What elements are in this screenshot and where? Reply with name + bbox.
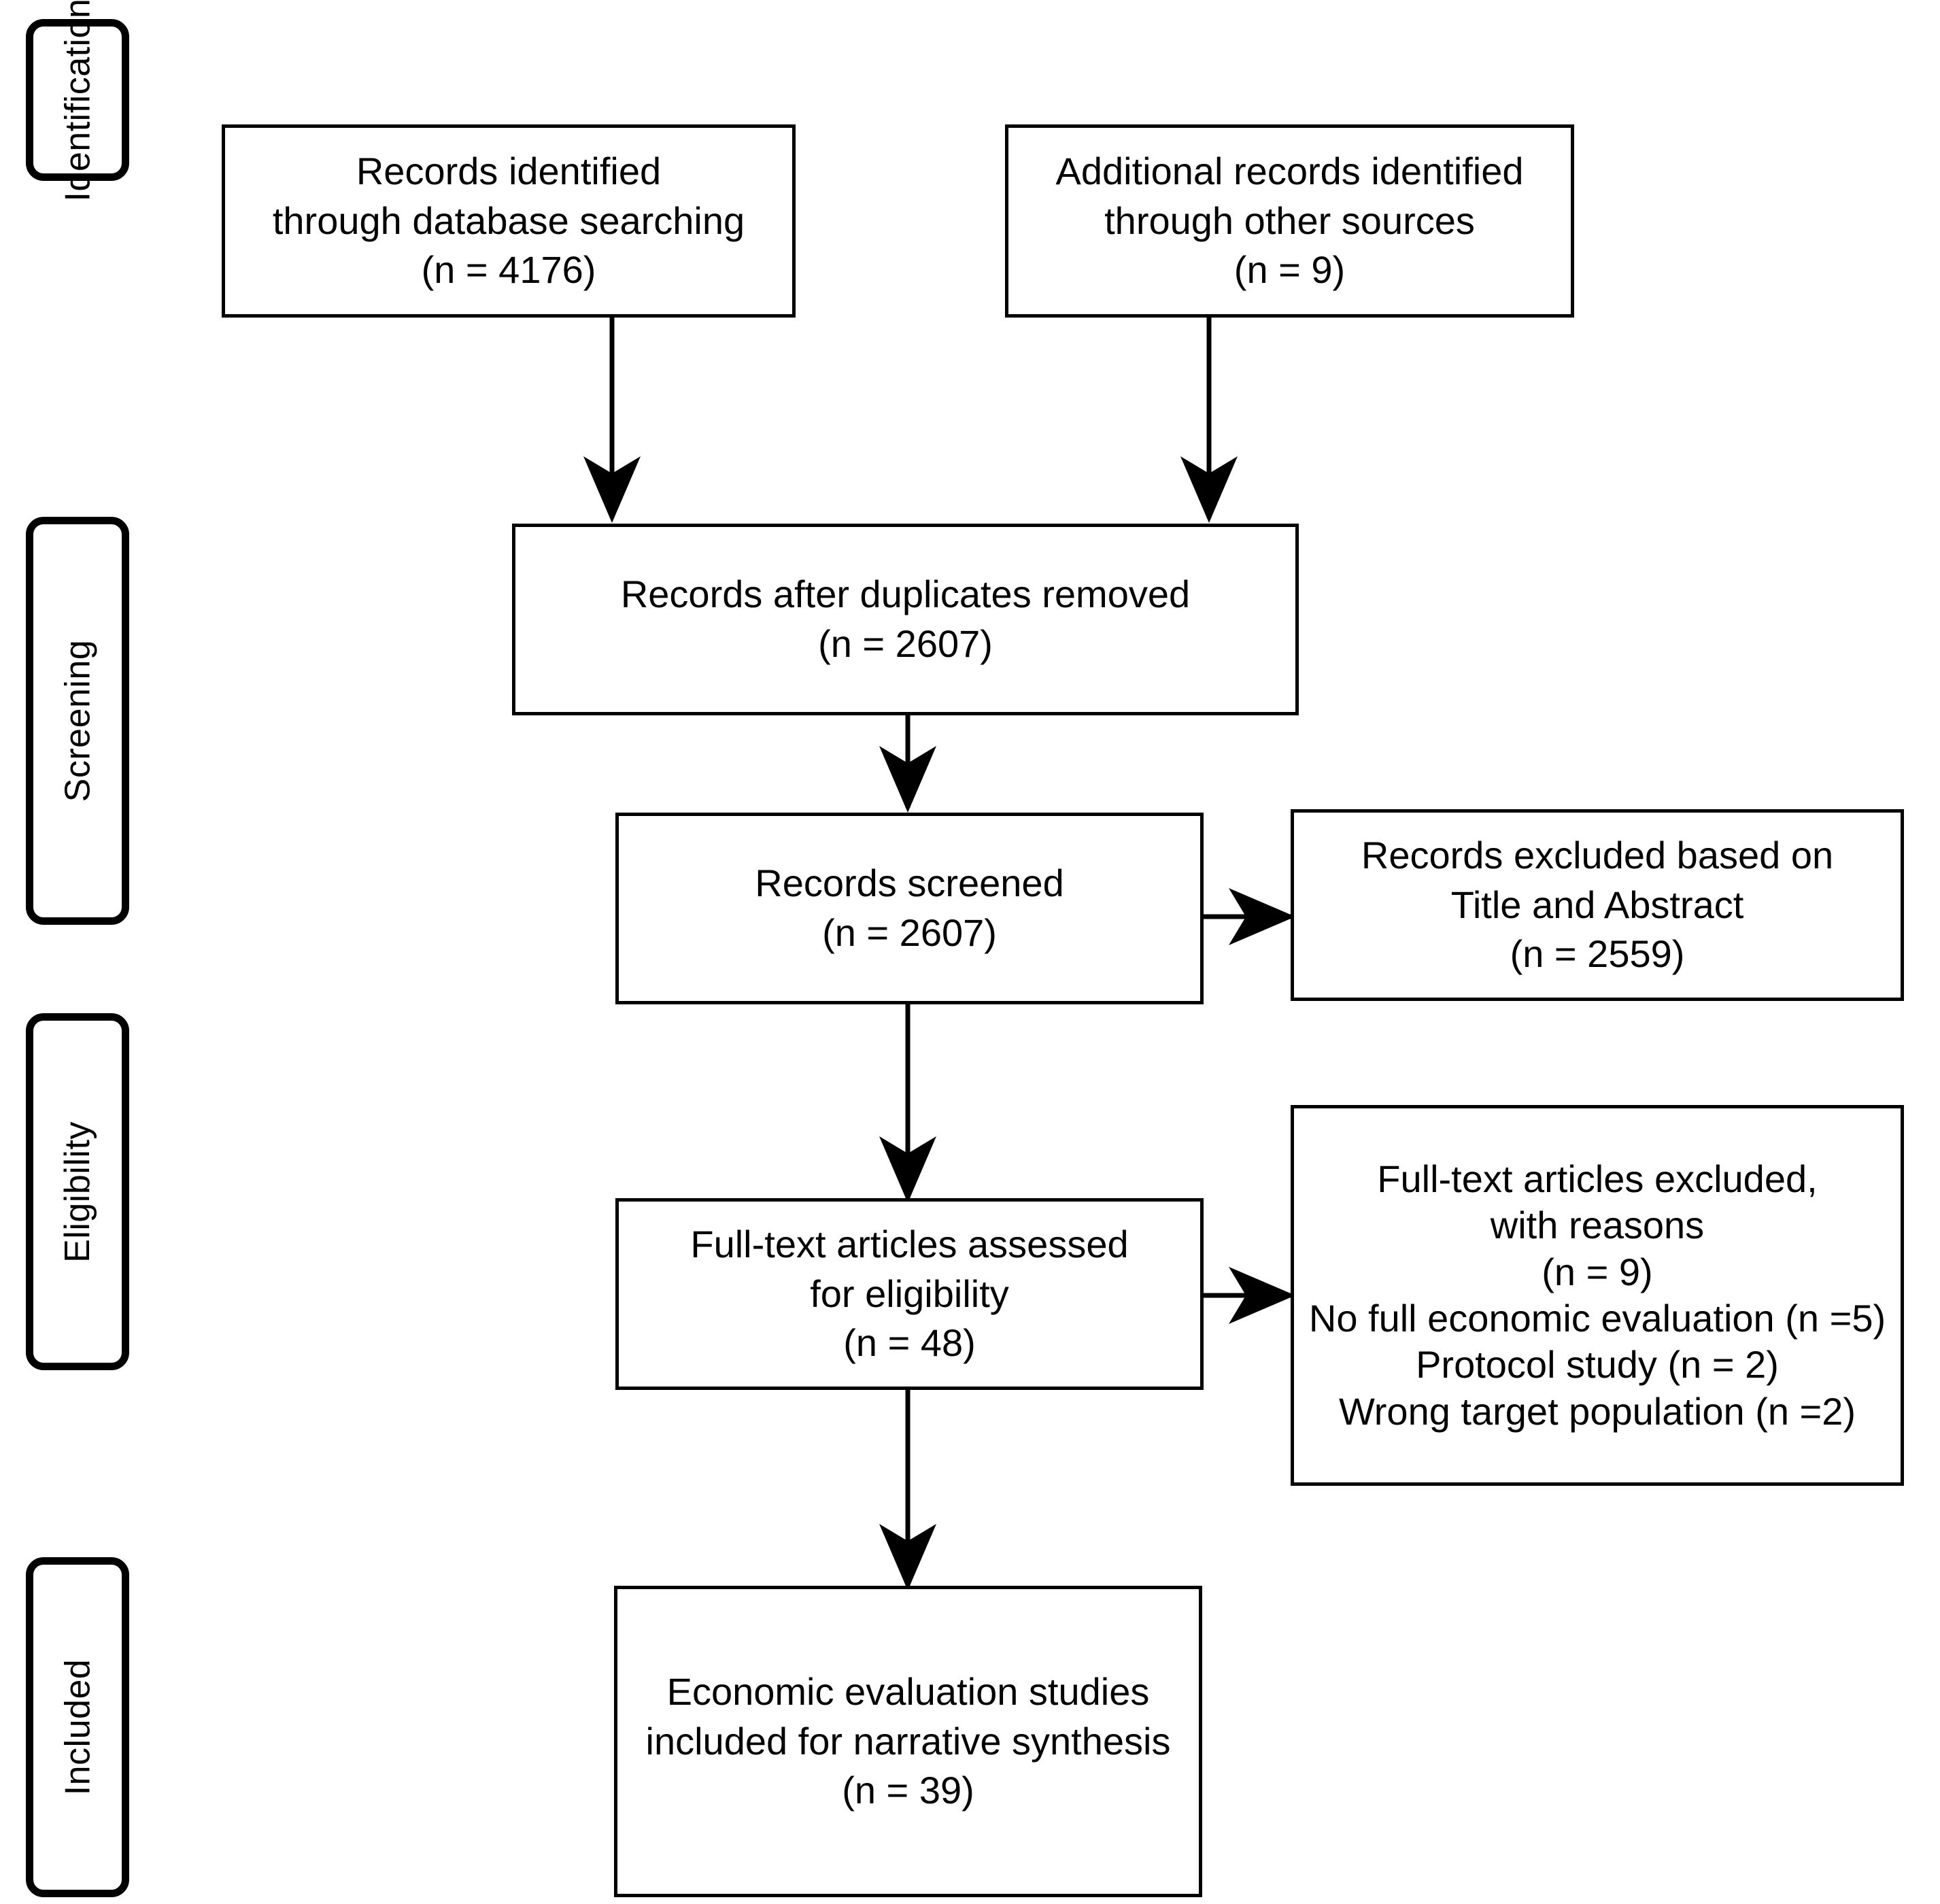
stage-label-eligibility: Eligibility bbox=[26, 1013, 129, 1370]
box-records-identified-database: Records identified through database sear… bbox=[222, 124, 796, 318]
stage-label-identification: Identification bbox=[26, 0, 129, 201]
box-studies-included-text: Economic evaluation studies included for… bbox=[645, 1669, 1171, 1812]
box-records-excluded-title-abstract-text: Records excluded based on Title and Abst… bbox=[1361, 833, 1834, 976]
box-fulltext-excluded-reasons: Full-text articles excluded, with reason… bbox=[1291, 1105, 1904, 1486]
box-records-excluded-title-abstract: Records excluded based on Title and Abst… bbox=[1291, 809, 1904, 1001]
stage-label-screening-text: Screening bbox=[58, 639, 97, 802]
box-records-after-duplicates-text: Records after duplicates removed (n = 26… bbox=[620, 573, 1191, 665]
stage-label-screening: Screening bbox=[26, 517, 129, 925]
stage-label-identification-text: Identification bbox=[58, 0, 97, 202]
box-fulltext-excluded-reasons-text: Full-text articles excluded, with reason… bbox=[1308, 1157, 1886, 1433]
stage-label-included: Included bbox=[26, 1557, 129, 1897]
stage-label-eligibility-text: Eligibility bbox=[58, 1121, 98, 1263]
box-records-identified-other: Additional records identified through ot… bbox=[1005, 124, 1574, 318]
box-records-identified-database-text: Records identified through database sear… bbox=[272, 149, 745, 292]
box-fulltext-assessed: Full-text articles assessed for eligibil… bbox=[615, 1198, 1204, 1390]
box-records-after-duplicates: Records after duplicates removed (n = 26… bbox=[512, 524, 1299, 715]
box-records-screened-text: Records screened (n = 2607) bbox=[755, 862, 1064, 954]
box-studies-included: Economic evaluation studies included for… bbox=[614, 1586, 1202, 1897]
box-records-identified-other-text: Additional records identified through ot… bbox=[1055, 149, 1524, 292]
box-fulltext-assessed-text: Full-text articles assessed for eligibil… bbox=[690, 1222, 1129, 1365]
stage-label-included-text: Included bbox=[58, 1659, 98, 1796]
box-records-screened: Records screened (n = 2607) bbox=[615, 813, 1204, 1004]
